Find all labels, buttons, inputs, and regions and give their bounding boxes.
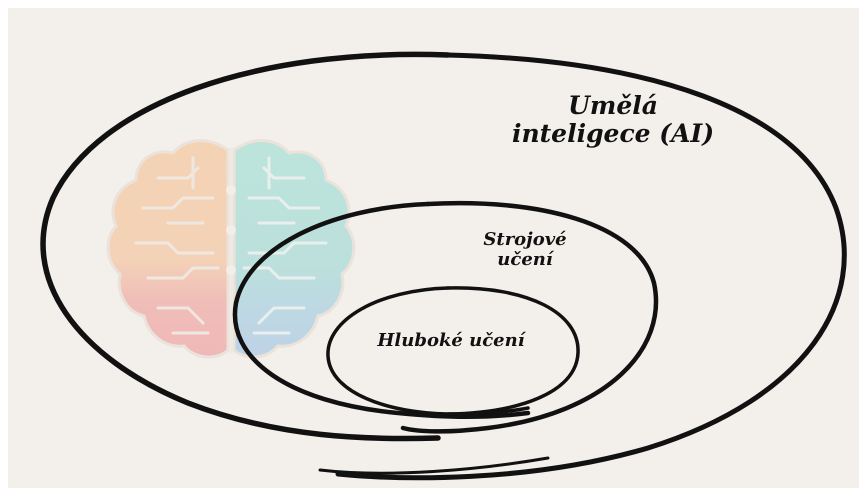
nested-ellipses-diagram bbox=[8, 8, 859, 488]
ml-label-line1: Strojové bbox=[460, 230, 590, 250]
ml-label-line2: učení bbox=[460, 250, 590, 270]
dl-label: Hluboké učení bbox=[366, 331, 536, 351]
ai-label-line2: inteligece (AI) bbox=[508, 120, 718, 148]
ml-label: Strojové učení bbox=[460, 230, 590, 270]
brain-icon bbox=[108, 141, 354, 358]
diagram-canvas: Umělá inteligece (AI) Strojové učení Hlu… bbox=[8, 8, 859, 488]
ai-label-line1: Umělá bbox=[508, 92, 718, 120]
ai-label: Umělá inteligece (AI) bbox=[508, 92, 718, 147]
